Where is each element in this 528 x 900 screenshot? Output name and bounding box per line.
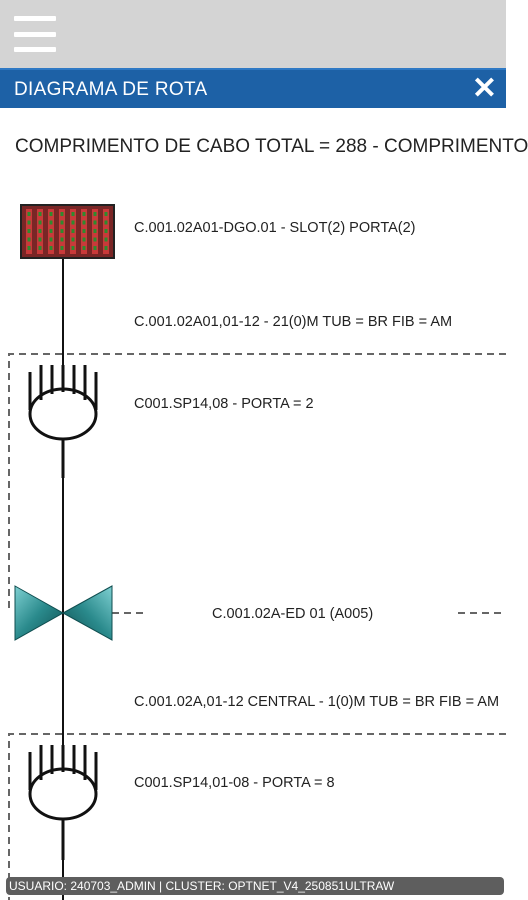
route-diagram — [8, 204, 506, 900]
top-app-bar — [0, 0, 506, 68]
splice-box-icon — [14, 585, 113, 641]
group-box-2 — [8, 733, 506, 900]
group-box-1 — [8, 353, 506, 612]
close-icon[interactable]: ✕ — [471, 72, 497, 105]
splitter-icon — [28, 365, 98, 478]
cable-segment-label: C.001.02A01,01-12 - 21(0)M TUB = BR FIB … — [134, 314, 453, 330]
total-cable-length-summary: COMPRIMENTO DE CABO TOTAL = 288 - COMPRI… — [15, 136, 528, 157]
dgo-panel-icon — [20, 204, 115, 259]
splice-box-label: C.001.02A-ED 01 (A005) — [212, 606, 374, 622]
dgo-label: C.001.02A01-DGO.01 - SLOT(2) PORTA(2) — [134, 220, 416, 236]
dialog-title-bar: DIAGRAMA DE ROTA ✕ — [0, 68, 506, 108]
page-title: DIAGRAMA DE ROTA — [14, 79, 208, 100]
status-bar: USUARIO: 240703_ADMIN | CLUSTER: OPTNET_… — [6, 877, 504, 895]
hamburger-menu-icon[interactable] — [14, 14, 58, 54]
splitter-icon — [28, 745, 98, 860]
splitter-label: C001.SP14,01-08 - PORTA = 8 — [134, 775, 335, 791]
cable-segment-label: C.001.02A,01-12 CENTRAL - 1(0)M TUB = BR… — [134, 694, 500, 710]
splitter-label: C001.SP14,08 - PORTA = 2 — [134, 396, 314, 412]
